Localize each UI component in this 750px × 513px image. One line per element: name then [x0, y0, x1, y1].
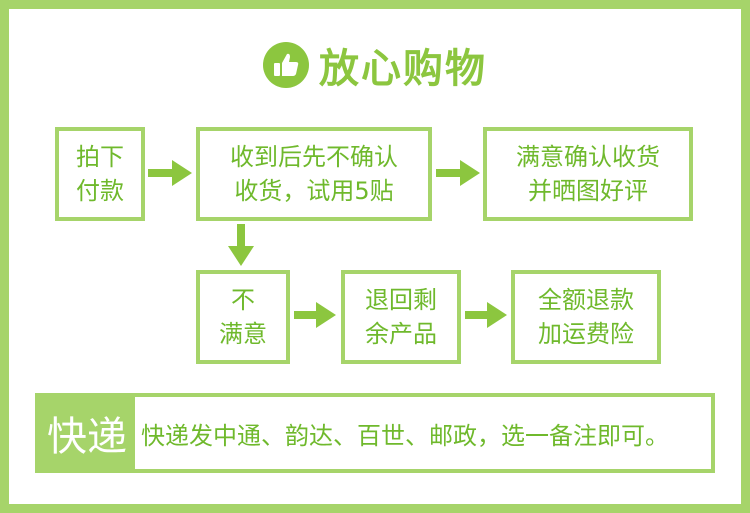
- step-return: 退回剩 余产品: [341, 270, 461, 364]
- arrow-right-icon: [465, 302, 507, 328]
- step-refund: 全额退款 加运费险: [511, 270, 661, 364]
- thumbs-up-icon: [263, 42, 309, 88]
- step-unsatisfied-label: 不 满意: [219, 286, 267, 348]
- step-pay-label: 拍下 付款: [76, 143, 124, 205]
- step-confirm-trial: 收到后先不确认 收货，试用5贴: [196, 127, 432, 221]
- express-tag: 快递: [39, 397, 135, 469]
- title-bar: 放心购物: [0, 36, 750, 94]
- step-satisfied-label: 满意确认收货 并晒图好评: [516, 143, 660, 205]
- arrow-right-icon: [294, 302, 336, 328]
- step-pay: 拍下 付款: [55, 127, 145, 221]
- step-confirm-trial-label: 收到后先不确认 收货，试用5贴: [230, 143, 398, 205]
- express-panel: 快递 快递发中通、韵达、百世、邮政，选一备注即可。: [35, 393, 715, 473]
- step-unsatisfied: 不 满意: [196, 270, 290, 364]
- step-refund-label: 全额退款 加运费险: [538, 286, 634, 348]
- express-text: 快递发中通、韵达、百世、邮政，选一备注即可。: [141, 421, 669, 450]
- step-return-label: 退回剩 余产品: [365, 286, 437, 348]
- step-satisfied: 满意确认收货 并晒图好评: [483, 127, 693, 221]
- arrow-down-icon: [228, 224, 254, 266]
- page-title: 放心购物: [319, 46, 487, 92]
- arrow-right-icon: [436, 160, 480, 186]
- arrow-right-icon: [148, 160, 192, 186]
